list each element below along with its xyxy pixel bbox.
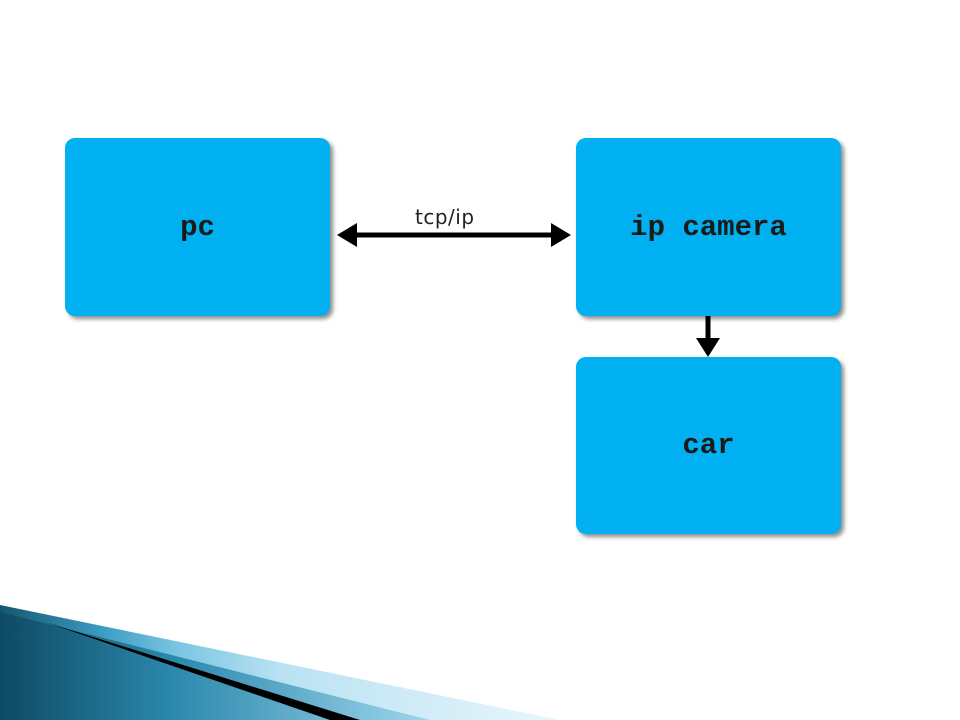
ribbon-light-band — [0, 605, 560, 720]
node-pc-label: pc — [180, 210, 215, 244]
arrow-camera-car — [696, 316, 720, 357]
arrowhead-right-icon — [551, 223, 571, 247]
edge-label-tcp-ip: tcp/ip — [415, 205, 475, 229]
ribbon-black-stroke — [45, 622, 360, 720]
arrowhead-left-icon — [337, 223, 357, 247]
node-ip-camera-label: ip camera — [630, 210, 787, 244]
arrowhead-down-icon — [696, 338, 720, 357]
ribbon-dark-band — [0, 612, 430, 720]
node-ip-camera: ip camera — [576, 138, 841, 316]
node-pc: pc — [65, 138, 330, 316]
node-car: car — [576, 357, 841, 534]
node-car-label: car — [682, 429, 735, 462]
